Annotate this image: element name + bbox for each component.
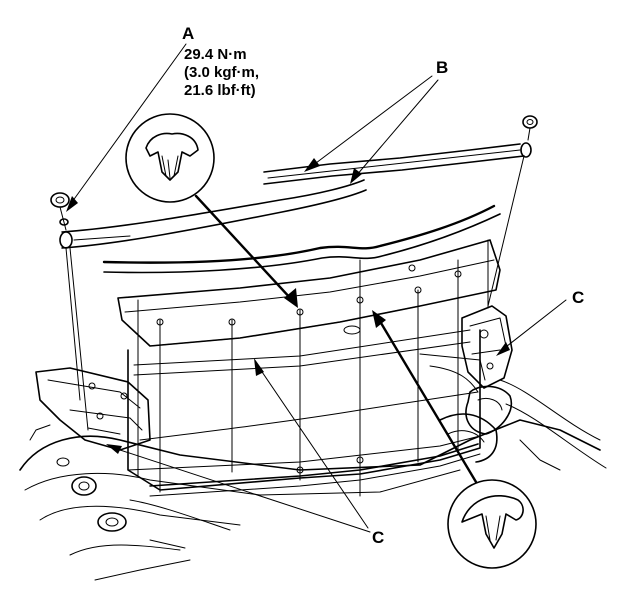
callout-c-right-label: C [572,288,585,307]
torque-spec-line3: 21.6 lbf·ft) [184,82,256,99]
torque-spec-line2: (3.0 kgf·m, [184,64,260,81]
upper-seal-molding [102,204,501,274]
side-trim-left [59,179,367,249]
front-body-structure [19,419,601,581]
upper-cover [117,239,501,347]
callout-c-bottom-label: C [372,528,385,547]
alignment-lines [65,155,525,431]
torque-spec-line1: 29.4 N·m [184,46,247,63]
clip-detail-circle-top [125,113,215,203]
left-bracket [35,367,151,451]
radiator-support-panel [127,259,486,497]
side-trim-right [263,142,532,185]
callout-b-label: B [436,58,449,77]
bolt-right [522,115,538,141]
leader-lines [66,43,567,533]
callout-a-label: A [182,24,195,43]
right-latch-bracket [439,305,607,471]
clip-detail-circle-bottom [447,479,537,569]
bolt-left [50,192,70,231]
